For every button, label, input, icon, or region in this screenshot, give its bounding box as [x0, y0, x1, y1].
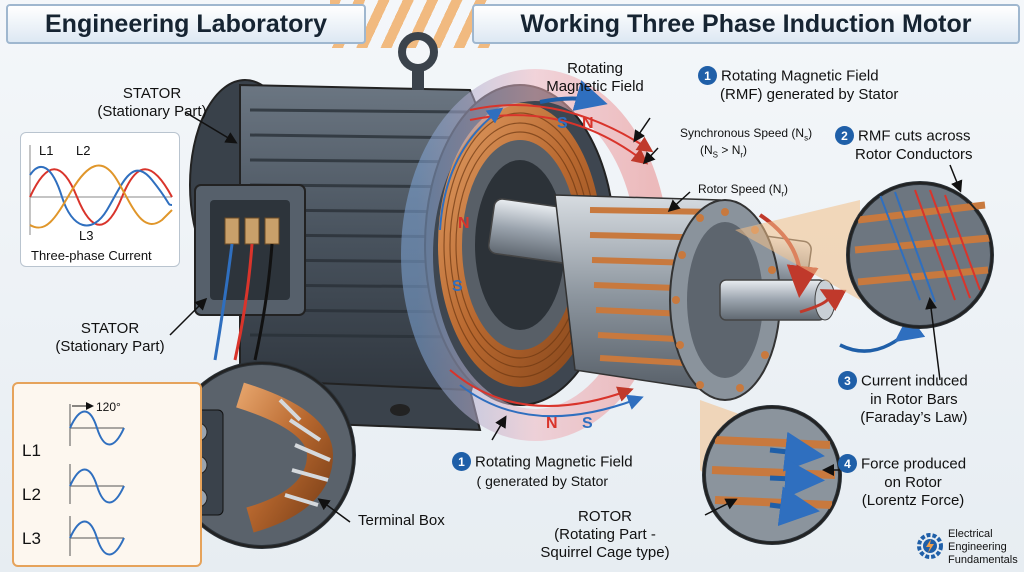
field-label-line2: Magnetic Field	[546, 78, 644, 95]
step-badge: 1	[452, 452, 471, 471]
pole-label: N	[458, 215, 470, 232]
logo-line: Fundamentals	[948, 554, 1018, 566]
phase-angle-label: 120°	[96, 400, 121, 414]
cmp-a-sub: S	[712, 150, 719, 160]
step-badge: 1	[698, 66, 717, 85]
cmp-close: )	[743, 143, 748, 157]
callout-line: Rotor Conductors	[855, 145, 973, 163]
callout-line: on Rotor	[884, 473, 942, 491]
stator-label-top: STATOR (Stationary Part)	[72, 85, 232, 121]
cmp-b-sub: r	[740, 150, 744, 160]
three-phase-waveform	[29, 145, 173, 235]
line-label-l2: L2	[22, 485, 41, 504]
diagram-title: Working Three Phase Induction Motor	[472, 4, 1020, 44]
stator-title: STATOR	[122, 85, 182, 102]
terminal-box-label: Terminal Box	[358, 512, 445, 529]
phase-label-l2: L2	[76, 143, 91, 158]
rotor-subtitle: Squirrel Cage type)	[540, 544, 670, 561]
pole-label: S	[557, 115, 568, 132]
cmp-a: (N	[700, 143, 713, 157]
rotor-subtitle: (Rotating Part -	[554, 526, 656, 543]
rotor-label: ROTOR (Rotating Part - Squirrel Cage typ…	[530, 508, 680, 562]
rotating-field-label-top: Rotating Magnetic Field	[530, 60, 660, 96]
sync-close: )	[808, 126, 813, 140]
pole-label: N	[582, 115, 594, 132]
callout-line: ( generated by Stator	[476, 472, 609, 489]
line-label-l1: L1	[22, 441, 41, 460]
logo-line: Electrical	[948, 528, 993, 540]
pole-label: S	[452, 278, 463, 295]
stator-subtitle: (Stationary Part)	[55, 338, 165, 355]
step-badge: 2	[835, 126, 855, 145]
stator-label-middle: STATOR (Stationary Part)	[30, 320, 190, 356]
sync-text: Synchronous Speed (N	[680, 126, 805, 140]
callout-line: in Rotor Bars	[870, 390, 958, 408]
callout-text: RMF cuts across	[858, 127, 971, 145]
cmp-mid: > N	[718, 143, 741, 157]
callout-text: Current induced	[861, 372, 968, 390]
step-badge: 3	[838, 371, 857, 390]
panel-caption: Three-phase Current	[31, 248, 152, 263]
rotor-speed-sub: r	[781, 189, 785, 199]
phase-sine-waves	[69, 402, 125, 556]
step-badge: 4	[838, 454, 857, 473]
logo-line: Engineering	[948, 541, 1007, 553]
phase-label-l1: L1	[39, 143, 54, 158]
callout-line: (RMF) generated by Stator	[720, 85, 899, 103]
stator-subtitle: (Stationary Part)	[97, 103, 207, 120]
speed-comparison-label: (NS > Nr)	[700, 143, 747, 159]
callout-text: Force produced	[861, 455, 967, 473]
line-label-l3: L3	[22, 529, 41, 548]
callout-line: (Faraday’s Law)	[860, 408, 968, 426]
sync-sub: s	[804, 133, 809, 143]
rotor-speed-close: )	[784, 182, 789, 196]
gear-bolt-icon	[917, 533, 943, 559]
rotor-title: ROTOR	[578, 508, 632, 525]
callout-text: Rotating Magnetic Field	[475, 453, 633, 471]
stator-title: STATOR	[80, 320, 140, 337]
rotor-speed-label: Rotor Speed (Nr)	[698, 182, 788, 198]
phase-inset-panel: 120° L1 L2 L3	[12, 382, 202, 567]
brand-logo: Electrical Engineering Fundamentals	[916, 524, 1020, 568]
rotor-speed-text: Rotor Speed (N	[698, 182, 782, 196]
field-label-line1: Rotating	[567, 60, 623, 77]
phase-label-l3: L3	[79, 228, 94, 243]
pole-label: N	[546, 415, 558, 432]
pole-label: S	[582, 415, 593, 432]
three-phase-current-panel: L1 L2 L3 Three-phase Current	[20, 132, 180, 267]
callout-text: Rotating Magnetic Field	[721, 67, 879, 85]
synchronous-speed-label: Synchronous Speed (Ns)	[680, 126, 812, 142]
callout-line: (Lorentz Force)	[861, 491, 965, 509]
lab-title: Engineering Laboratory	[6, 4, 366, 44]
